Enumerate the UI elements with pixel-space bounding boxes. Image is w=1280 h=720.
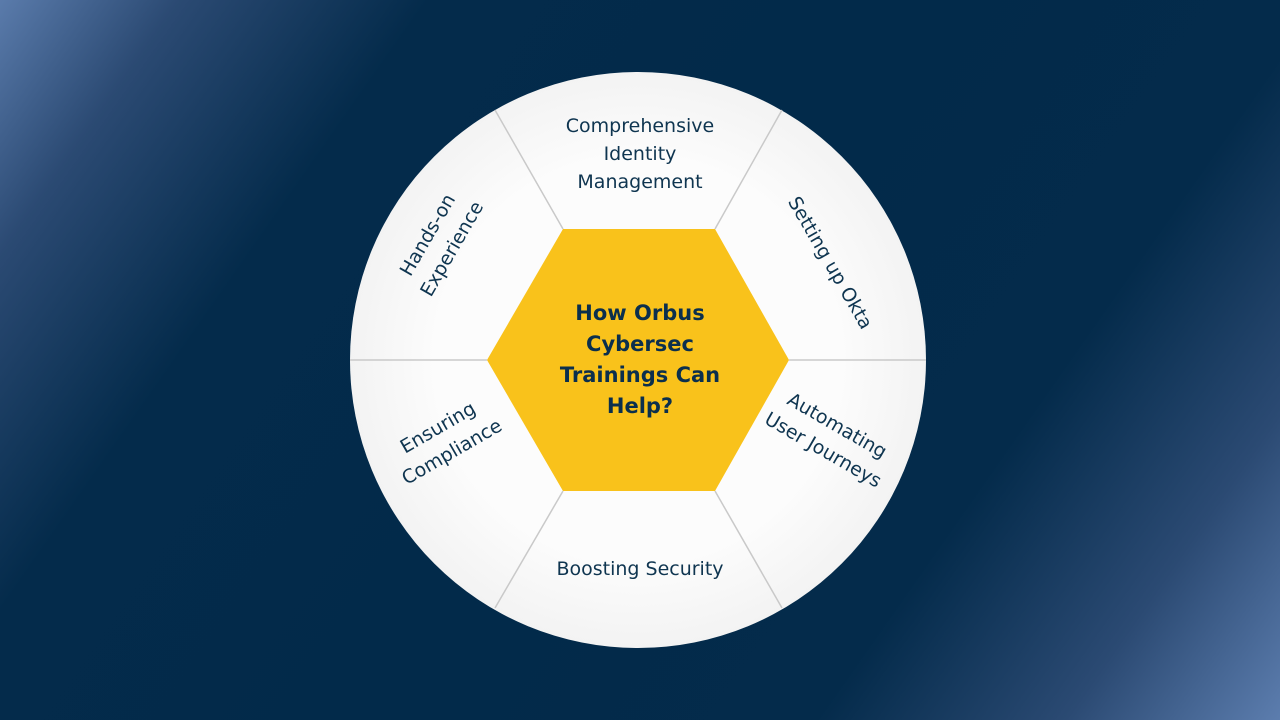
segment-boosting-security: Boosting Security <box>556 558 724 580</box>
center-hexagon <box>487 229 789 491</box>
segment-comprehensive-identity-management: Comprehensive Identity Management <box>565 115 715 193</box>
segment-dividers <box>350 109 926 609</box>
center-title: How Orbus Cybersec Trainings Can Help? <box>559 301 721 418</box>
